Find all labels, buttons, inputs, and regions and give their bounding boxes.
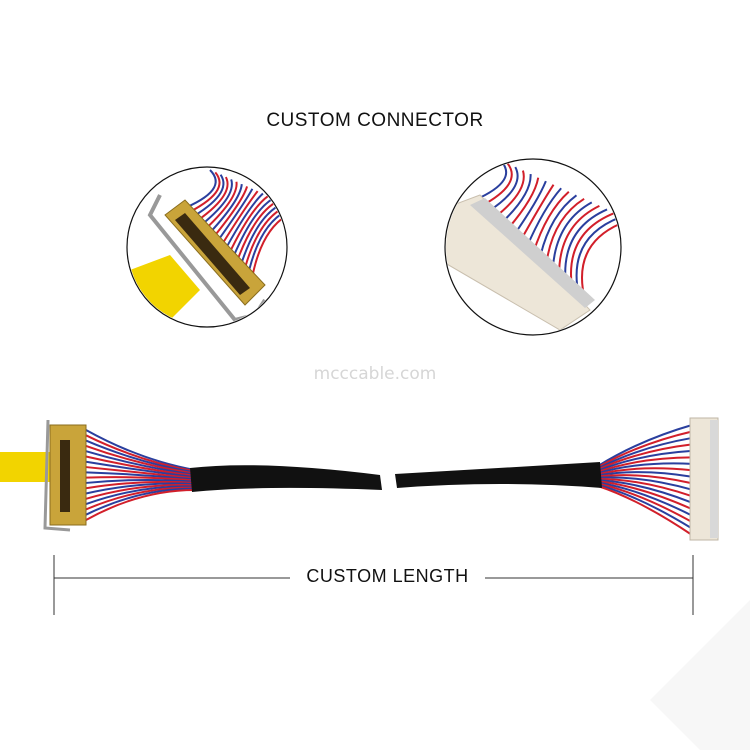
wire	[597, 480, 693, 511]
wire	[597, 443, 693, 471]
wire	[597, 481, 693, 517]
wire	[85, 460, 196, 479]
wire	[597, 485, 693, 536]
wire	[85, 450, 196, 476]
wire	[575, 215, 620, 295]
black-sleeve-right	[395, 462, 602, 488]
metal-latch	[43, 419, 71, 532]
wire	[85, 485, 196, 506]
white-plug	[446, 194, 591, 331]
cable-assembly	[0, 417, 719, 541]
wire	[85, 487, 196, 516]
wire	[597, 449, 693, 472]
wire	[85, 444, 196, 475]
wire	[597, 476, 693, 491]
wire	[85, 455, 196, 477]
wire	[597, 424, 693, 467]
wire	[597, 436, 693, 470]
wire	[85, 476, 196, 482]
wire	[85, 482, 196, 495]
wire	[597, 471, 693, 478]
wire	[545, 197, 585, 265]
wire	[85, 489, 196, 521]
wire	[597, 430, 693, 469]
wire	[85, 480, 196, 490]
wire	[85, 429, 196, 471]
wire	[85, 466, 196, 480]
watermark: mcccable.com	[313, 364, 437, 384]
wire	[597, 456, 693, 473]
wire	[85, 486, 196, 511]
wire	[85, 471, 196, 481]
wire	[597, 482, 693, 523]
heading: CUSTOM CONNECTOR	[266, 110, 484, 131]
wire	[597, 462, 693, 475]
wire	[597, 467, 693, 476]
black-sleeve-left	[190, 465, 382, 492]
wire	[85, 434, 196, 473]
wire	[551, 201, 593, 271]
dimension-label: CUSTOM LENGTH	[290, 566, 485, 587]
corner-shade	[650, 600, 750, 750]
left-connector-closeup	[126, 166, 288, 328]
wire	[597, 483, 693, 530]
right-connector-closeup	[444, 158, 622, 336]
wire	[558, 204, 600, 277]
wire	[564, 208, 608, 283]
wire	[597, 477, 693, 498]
wire	[597, 479, 693, 504]
wire	[85, 439, 196, 474]
wire	[597, 474, 693, 485]
wire	[85, 478, 196, 484]
wire	[570, 212, 616, 289]
wire	[85, 484, 196, 500]
